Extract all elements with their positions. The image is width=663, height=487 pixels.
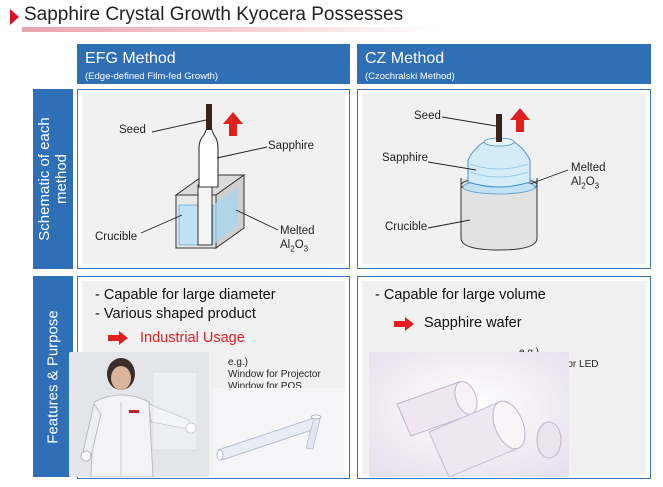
melted-formula: Al2O3: [571, 175, 606, 193]
formula-o-sub: 3: [303, 244, 309, 254]
formula-o: O: [294, 239, 304, 251]
melted-formula: Al2O3: [280, 238, 315, 256]
right-arrow-icon: [394, 317, 414, 331]
row-label-line: method: [53, 153, 70, 205]
column-header-efg: EFG Method (Edge-defined Film-fed Growth…: [77, 44, 350, 84]
efg-usage: Industrial Usage: [140, 330, 245, 346]
triangle-marker-icon: [10, 9, 19, 25]
melted-text: Melted: [280, 225, 315, 237]
formula-al: Al: [571, 176, 582, 188]
cz-schematic-panel: Seed Sapphire Crucible Melted Al2O3: [357, 89, 651, 269]
row-label-schematic: Schematic of each method: [33, 89, 73, 269]
formula-al-sub: 2: [290, 244, 295, 254]
worker-photo: [69, 352, 209, 477]
eg-line: Window for Projector: [228, 369, 321, 380]
cylinder-illustration: [369, 352, 569, 477]
formula-o: O: [585, 176, 595, 188]
up-arrow-icon: [223, 112, 243, 136]
formula-o-sub: 3: [594, 181, 600, 191]
title-underline: [22, 27, 442, 32]
formula-al-sub: 2: [581, 181, 586, 191]
eg-line: Window for POS: [228, 381, 302, 392]
row-label-text: Schematic of each method: [36, 117, 70, 240]
tube-photo: [214, 388, 345, 477]
efg-schematic-drawing: [140, 104, 279, 249]
efg-schematic-panel: Seed Sapphire Crucible Melted Al2O3: [77, 89, 350, 269]
column-subtitle: (Czochralski Method): [365, 71, 455, 82]
label-crucible: Crucible: [385, 221, 428, 233]
label-crucible: Crucible: [95, 231, 138, 243]
cz-schematic-drawing: [427, 108, 569, 251]
row-label-line: Schematic of each: [36, 117, 53, 241]
efg-example: e.g.) Window for Projector Window for PO…: [228, 357, 321, 393]
label-seed: Seed: [414, 110, 441, 122]
efg-feature-1: - Capable for large diameter: [95, 287, 276, 303]
tube-illustration: [214, 388, 345, 477]
right-arrow-icon: [108, 331, 128, 345]
page-title: Sapphire Crystal Growth Kyocera Possesse…: [24, 4, 404, 25]
label-sapphire: Sapphire: [382, 152, 429, 164]
row-label-features: Features & Purpose: [33, 276, 73, 477]
melted-text: Melted: [571, 162, 606, 174]
row-label-text: Features & Purpose: [44, 309, 62, 444]
column-title: CZ Method: [365, 50, 445, 67]
title-bar: Sapphire Crystal Growth Kyocera Possesse…: [0, 0, 663, 36]
label-seed: Seed: [119, 124, 146, 136]
cylinder-photo: [369, 352, 569, 477]
column-title: EFG Method: [85, 50, 176, 67]
cz-feature-1: - Capable for large volume: [375, 287, 546, 303]
worker-illustration: [69, 352, 209, 477]
label-melted: Melted Al2O3: [571, 161, 606, 193]
column-header-cz: CZ Method (Czochralski Method): [357, 44, 651, 84]
column-subtitle: (Edge-defined Film-fed Growth): [85, 71, 219, 82]
cz-usage: Sapphire wafer: [424, 315, 522, 331]
eg-label: e.g.): [228, 357, 249, 368]
label-melted: Melted Al2O3: [280, 224, 315, 256]
formula-al: Al: [280, 239, 291, 251]
up-arrow-icon: [510, 108, 530, 132]
efg-feature-2: - Various shaped product: [95, 306, 256, 322]
label-sapphire: Sapphire: [268, 140, 315, 152]
